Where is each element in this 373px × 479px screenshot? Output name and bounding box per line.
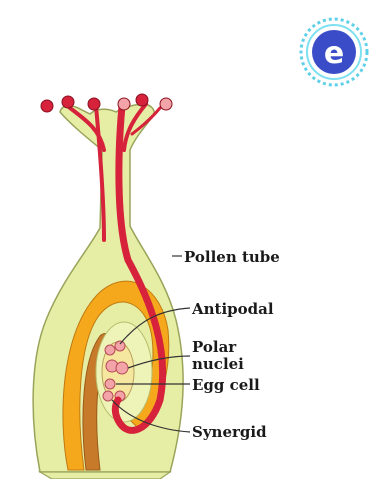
antipodal-cell [115, 341, 125, 351]
antipodal-cell [105, 345, 115, 355]
label-egg-cell: Egg cell [192, 376, 260, 394]
label-polar-line1: Polar [192, 338, 237, 356]
label-synergid: Synergid [192, 423, 267, 441]
label-polar-line2: nuclei [192, 355, 244, 373]
pollen-grain [88, 98, 100, 110]
pollen-grain [160, 98, 172, 110]
label-antipodal: Antipodal [191, 300, 274, 318]
logo-letter: e [324, 36, 344, 71]
pollen-grain [62, 96, 74, 108]
synergid-cell [103, 391, 113, 401]
pollen-grain [41, 100, 53, 112]
polar-nucleus [116, 362, 128, 374]
pollen-grain [118, 98, 130, 110]
egg-cell [105, 379, 115, 389]
logo-icon: e [301, 19, 367, 85]
ovary-base [40, 472, 170, 479]
pollen-grain [136, 94, 148, 106]
label-pollen-tube: Pollen tube [184, 248, 280, 266]
